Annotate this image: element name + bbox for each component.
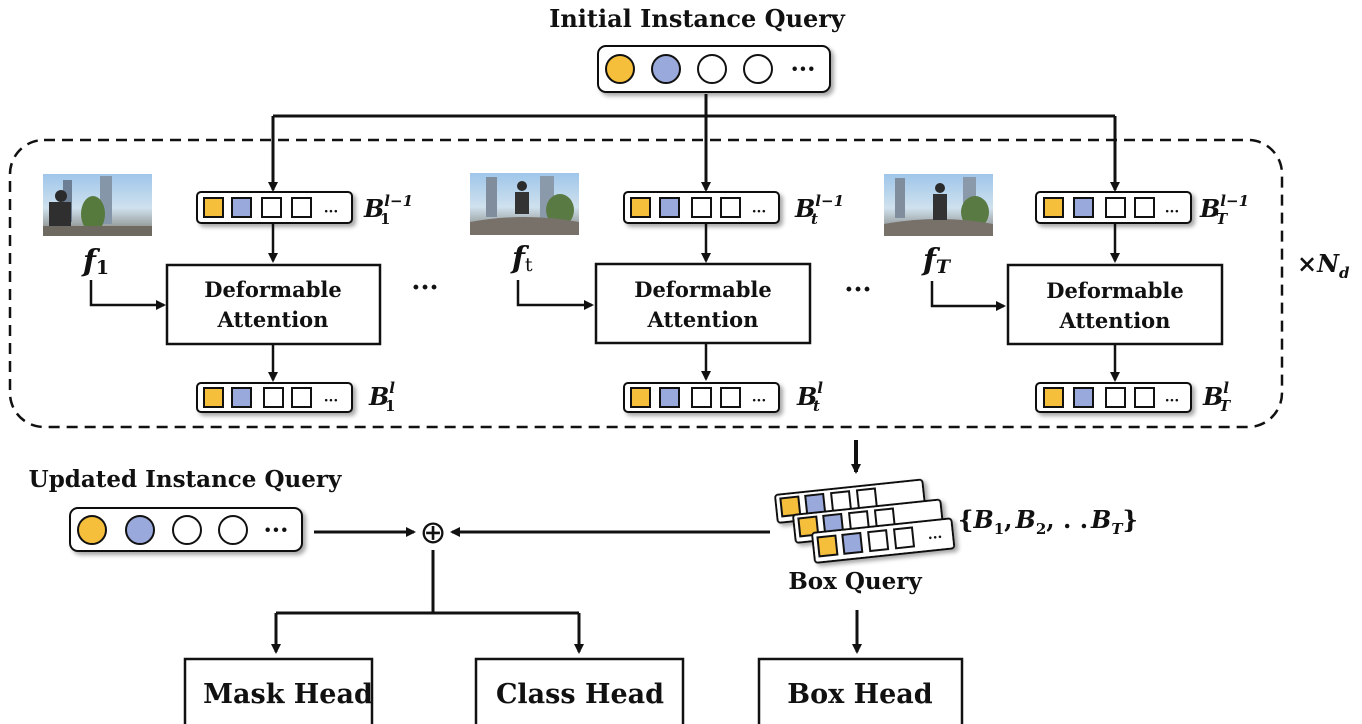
query-token-empty — [743, 54, 773, 84]
box-head-box — [757, 657, 964, 724]
broadcast-connector — [268, 94, 1120, 192]
frame-T-output-box-query: ··· — [1035, 382, 1192, 413]
frame-t-attention-label-line2: Attention — [647, 307, 759, 332]
svg-text:···: ··· — [752, 393, 767, 409]
frame-1-output-box-query: ··· — [196, 382, 353, 413]
frame-1-input-box-query: ··· — [196, 191, 353, 224]
frame-t-feature-label: ft — [510, 241, 533, 276]
svg-text:···: ··· — [1165, 204, 1180, 220]
svg-text:···: ··· — [324, 393, 339, 409]
frame-t-thumbnail — [470, 173, 579, 235]
box-head-label: Box Head — [787, 679, 933, 710]
query-token-yellow — [605, 54, 635, 84]
frame-T-deformable-attention — [1006, 263, 1224, 346]
class-head-box — [474, 657, 685, 724]
decoder-layer-region — [8, 138, 1284, 429]
initial-query-vector: ··· — [597, 45, 831, 93]
updated-query-vector: ··· — [69, 507, 303, 552]
svg-text:···: ··· — [927, 529, 943, 546]
mask-head-label: Mask Head — [203, 679, 373, 710]
initial-query-title: Initial Instance Query — [549, 4, 846, 33]
frame-1-attention-label-line1: Deformable — [204, 277, 342, 302]
box-query-label: Box Query — [788, 568, 922, 595]
frame-T-attention-label-line1: Deformable — [1046, 278, 1184, 303]
frame-t-input-box-query: ··· — [623, 191, 780, 224]
frame-t-attention-label-line1: Deformable — [634, 277, 772, 302]
svg-text:···: ··· — [263, 515, 288, 544]
svg-text:···: ··· — [1165, 393, 1180, 409]
frame-T-input-box-query: ··· — [1035, 191, 1192, 224]
frame-1-deformable-attention — [165, 263, 382, 346]
frame-1-thumbnail — [43, 174, 152, 236]
class-head-label: Class Head — [496, 679, 664, 710]
fusion-plus-icon: ⊕ — [420, 513, 447, 551]
query-token-empty — [697, 54, 727, 84]
frame-t-deformable-attention — [594, 262, 812, 345]
query-ellipsis: ··· — [790, 54, 815, 83]
updated-query-title: Updated Instance Query — [29, 466, 342, 493]
head-connectors — [271, 550, 862, 654]
svg-text:···: ··· — [324, 204, 339, 220]
frame-1-feature-label: f1 — [81, 244, 109, 279]
box-query-stack: ··· — [774, 478, 956, 564]
mask-head-box — [183, 657, 374, 724]
svg-text:···: ··· — [752, 204, 767, 220]
frame-T-feature-label: fT — [921, 243, 952, 278]
frames-ellipsis-2: ··· — [844, 275, 871, 305]
frame-T-thumbnail — [884, 174, 993, 236]
frames-ellipsis-1: ··· — [411, 273, 438, 303]
frame-t-output-box-query: ··· — [623, 382, 780, 413]
frame-T-attention-label-line2: Attention — [1059, 308, 1171, 333]
layer-repeat-label: ×Nd — [1297, 249, 1350, 282]
frame-1-attention-label-line2: Attention — [217, 307, 329, 332]
query-token-blue — [651, 54, 681, 84]
box-set-label: {B1,B2, . .BT} — [958, 505, 1138, 538]
